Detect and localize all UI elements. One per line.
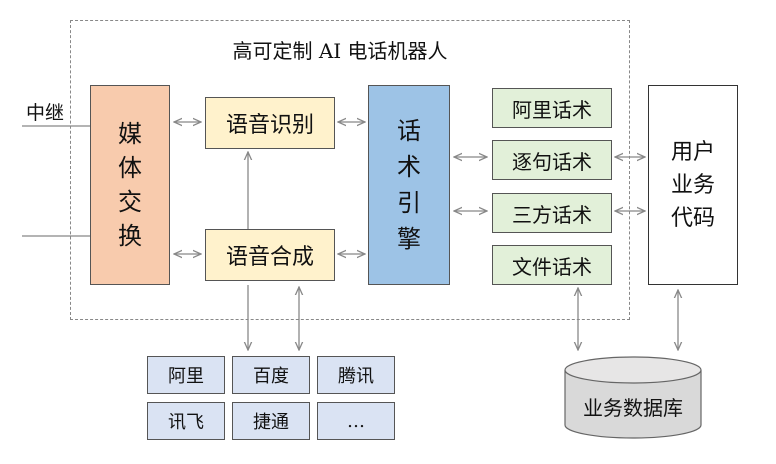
vendor-label: … (347, 410, 365, 432)
media-exchange-box: 媒体交换 (90, 85, 170, 285)
vendor-box: 腾讯 (317, 356, 395, 394)
script-engine-label: 话术引擎 (397, 117, 421, 253)
script-label: 三方话术 (512, 202, 592, 227)
user-business-code-label: 用户业务代码 (671, 139, 716, 231)
relay-label: 中继 (26, 102, 65, 124)
script-box-third-party: 三方话术 (492, 193, 612, 233)
script-label: 文件话术 (512, 254, 592, 279)
speech-recognition-box: 语音识别 (205, 97, 335, 149)
speech-synthesis-label: 语音合成 (225, 245, 314, 270)
vendor-label: 捷通 (253, 412, 289, 433)
vendor-box: … (317, 402, 395, 440)
vendor-box: 捷通 (232, 402, 310, 440)
vendor-box: 讯飞 (147, 402, 225, 440)
speech-recognition-label: 语音识别 (225, 113, 314, 138)
vendor-box: 百度 (232, 356, 310, 394)
script-box-file: 文件话术 (492, 245, 612, 285)
user-business-code-box: 用户业务代码 (648, 85, 738, 285)
script-label: 逐句话术 (512, 149, 592, 174)
script-box-ali: 阿里话术 (492, 88, 612, 128)
script-label: 阿里话术 (512, 97, 592, 122)
vendor-label: 百度 (253, 366, 289, 387)
vendor-label: 腾讯 (338, 366, 374, 387)
system-boundary (70, 20, 630, 320)
database-label: 业务数据库 (583, 396, 683, 420)
diagram-title: 高可定制 AI 电话机器人 (232, 39, 448, 63)
media-exchange-label: 媒体交换 (118, 120, 142, 250)
vendor-label: 阿里 (168, 366, 204, 387)
vendor-box: 阿里 (147, 356, 225, 394)
script-box-sentence: 逐句话术 (492, 140, 612, 180)
speech-synthesis-box: 语音合成 (205, 229, 335, 281)
script-engine-box: 话术引擎 (368, 85, 450, 285)
database-cylinder (564, 356, 702, 439)
vendor-label: 讯飞 (168, 412, 204, 433)
